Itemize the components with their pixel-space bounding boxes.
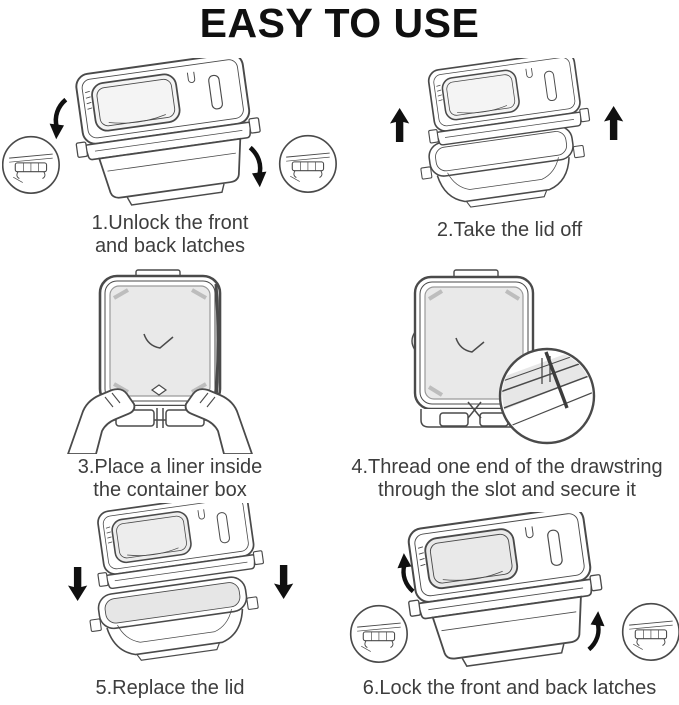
caption-line: 1.Unlock the front bbox=[91, 212, 249, 234]
caption-line: 6.Lock the front and back latches bbox=[362, 677, 657, 699]
magnifier-latch-icon bbox=[278, 134, 337, 193]
step-1-illustration bbox=[2, 58, 338, 210]
step-1-caption: 1.Unlock the front and back latches bbox=[0, 212, 340, 258]
caption-line: 3.Place a liner inside bbox=[77, 456, 263, 478]
step-4-caption: 4.Thread one end of the drawstring throu… bbox=[335, 456, 679, 502]
step-6-caption: 6.Lock the front and back latches bbox=[340, 677, 679, 700]
step-3-caption: 3.Place a liner inside the container box bbox=[0, 456, 340, 502]
caption-line: through the slot and secure it bbox=[378, 479, 636, 502]
step-4-illustration bbox=[388, 260, 660, 454]
up-arrow-icon bbox=[390, 108, 410, 143]
container-closed bbox=[67, 58, 268, 210]
caption-line: 2.Take the lid off bbox=[436, 219, 583, 241]
magnifier-drawstring-icon bbox=[498, 347, 596, 445]
down-arrow-icon bbox=[274, 565, 294, 600]
drawstring-cross bbox=[467, 401, 482, 419]
curved-arrow-up-icon bbox=[589, 611, 605, 649]
container-closed bbox=[399, 512, 610, 673]
curved-arrow-down-icon bbox=[50, 100, 66, 140]
liner bbox=[109, 285, 211, 397]
up-arrow-icon bbox=[604, 106, 624, 141]
liner bbox=[424, 286, 524, 400]
caption-line: 5.Replace the lid bbox=[95, 677, 245, 699]
caption-line: 4.Thread one end of the drawstring bbox=[351, 456, 663, 478]
step-5-caption: 5.Replace the lid bbox=[0, 677, 340, 700]
curved-arrow-down-icon bbox=[250, 148, 266, 188]
caption-line: the container box bbox=[93, 479, 247, 502]
step-2-illustration bbox=[342, 58, 676, 216]
magnifier-latch-icon bbox=[349, 604, 408, 663]
caption-line: and back latches bbox=[94, 235, 246, 258]
step-2-caption: 2.Take the lid off bbox=[340, 219, 679, 242]
down-arrow-icon bbox=[68, 567, 88, 602]
hands-illustration bbox=[67, 388, 253, 454]
container-lid bbox=[88, 503, 265, 591]
magnifier-latch-icon bbox=[621, 602, 679, 661]
step-3-illustration bbox=[48, 262, 298, 454]
step-6-illustration bbox=[338, 512, 679, 674]
step-5-illustration bbox=[28, 503, 320, 675]
page-title: EASY TO USE bbox=[199, 0, 480, 46]
magnifier-latch-icon bbox=[2, 135, 60, 194]
